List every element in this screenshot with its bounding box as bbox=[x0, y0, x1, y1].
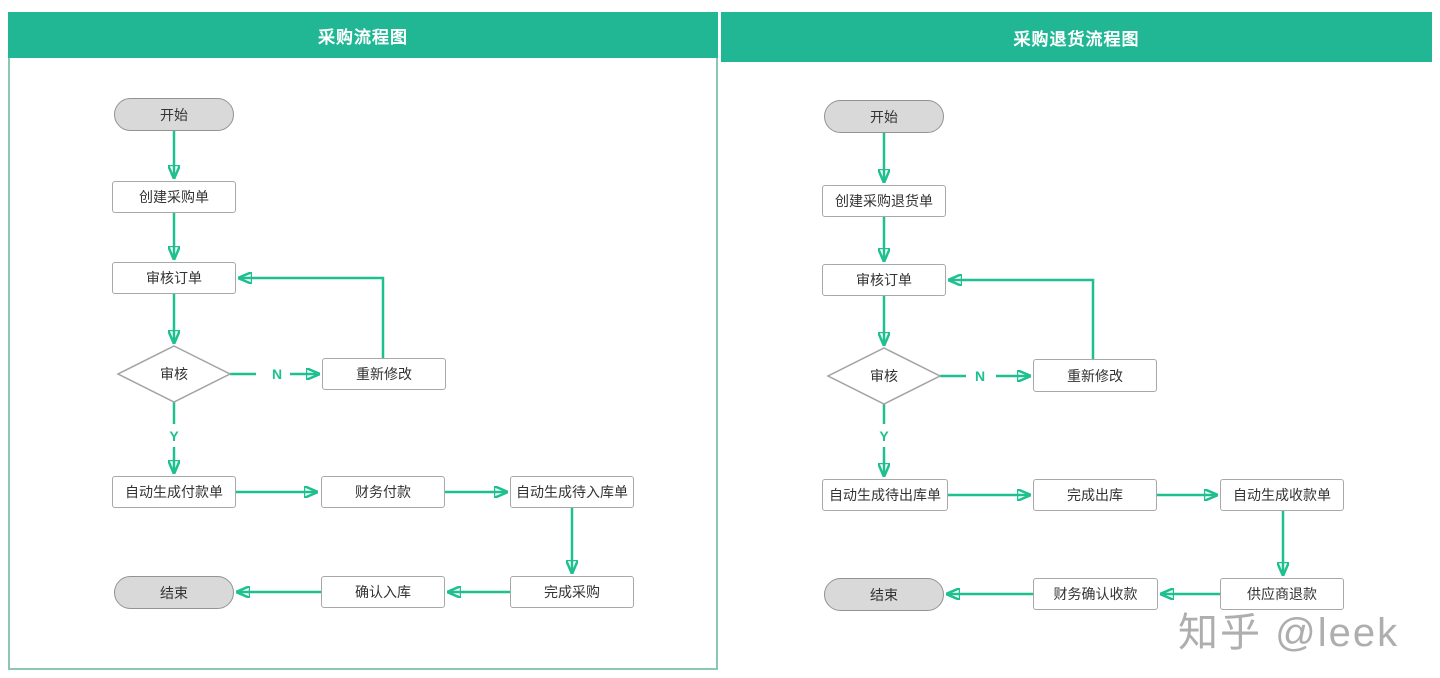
node-end-left: 结束 bbox=[114, 576, 234, 609]
node-auto-payment: 自动生成付款单 bbox=[112, 476, 236, 508]
right-panel-header: 采购退货流程图 bbox=[721, 12, 1432, 62]
label-n-right: N bbox=[974, 368, 986, 384]
right-panel-title: 采购退货流程图 bbox=[1013, 29, 1140, 49]
node-auto-outbound: 自动生成待出库单 bbox=[822, 479, 948, 511]
node-review-order-left: 审核订单 bbox=[112, 262, 236, 294]
zhihu-watermark: 知乎 @leek bbox=[1178, 611, 1400, 655]
label-n-left: N bbox=[271, 366, 283, 382]
label-decision-right: 审核 bbox=[870, 368, 898, 384]
node-revise-right: 重新修改 bbox=[1033, 359, 1157, 392]
node-start-left: 开始 bbox=[114, 98, 234, 131]
node-confirm-inbound: 确认入库 bbox=[321, 576, 445, 608]
node-create-purchase-order: 创建采购单 bbox=[112, 181, 236, 213]
node-review-order-right: 审核订单 bbox=[822, 264, 946, 296]
left-panel-title: 采购流程图 bbox=[318, 27, 408, 47]
node-end-right: 结束 bbox=[824, 578, 944, 611]
node-supplier-refund: 供应商退款 bbox=[1220, 578, 1344, 610]
label-y-left: Y bbox=[169, 428, 179, 444]
node-finance-confirm: 财务确认收款 bbox=[1033, 578, 1158, 610]
node-create-return-order: 创建采购退货单 bbox=[822, 185, 946, 217]
node-auto-receipt: 自动生成收款单 bbox=[1220, 479, 1344, 511]
node-complete-outbound: 完成出库 bbox=[1033, 479, 1157, 511]
label-decision-left: 审核 bbox=[160, 366, 188, 382]
node-revise-left: 重新修改 bbox=[322, 358, 446, 390]
node-auto-inbound: 自动生成待入库单 bbox=[510, 476, 634, 508]
node-complete-purchase: 完成采购 bbox=[510, 576, 634, 608]
node-finance-pay: 财务付款 bbox=[321, 476, 445, 508]
left-panel-header: 采购流程图 bbox=[8, 12, 718, 58]
label-y-right: Y bbox=[879, 428, 889, 444]
node-start-right: 开始 bbox=[824, 100, 944, 133]
